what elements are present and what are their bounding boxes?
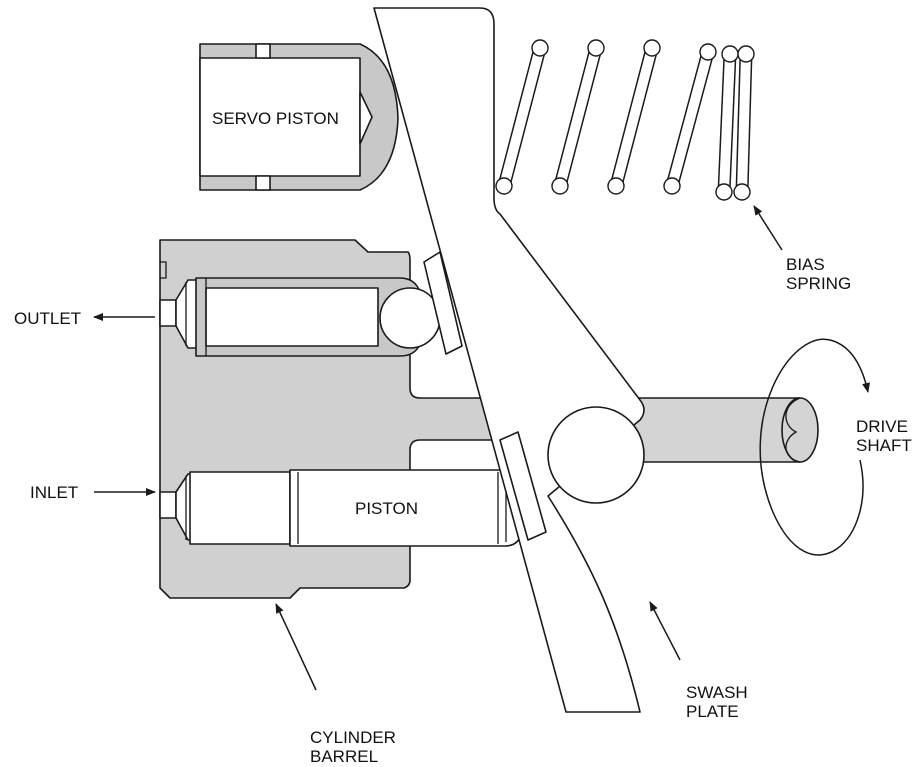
label-drive-shaft-line2: SHAFT: [856, 436, 912, 455]
upper-piston: [205, 287, 379, 347]
lower-slipper-pad: [499, 431, 547, 541]
rotation-arrow-icon: [759, 338, 870, 556]
servo-piston-body: [199, 57, 361, 177]
swash-plate-leader: [649, 601, 681, 661]
swash-plate-body: [373, 7, 645, 713]
inlet-port: [159, 491, 177, 519]
bias-spring-leader: [753, 205, 783, 251]
label-bias-spring-line1: BIAS: [786, 255, 825, 274]
label-cylinder-barrel-line2: BARREL: [310, 747, 378, 766]
swash-plate: [373, 7, 645, 713]
swash-plate-pivot: [547, 406, 645, 504]
label-cylinder-barrel-line1: CYLINDER: [310, 728, 396, 747]
barrel-corner-step: [160, 261, 167, 279]
outlet-port: [159, 299, 177, 327]
servo-piston-slot-bottom: [255, 175, 271, 191]
cylinder-barrel: [159, 239, 523, 599]
servo-piston-tip: [359, 91, 373, 145]
bias-spring: [495, 39, 755, 201]
label-swash-plate-line1: SWASH: [686, 683, 748, 702]
label-piston: PISTON: [355, 499, 418, 518]
cylinder-barrel-leader: [275, 603, 317, 691]
drive-shaft-end-notch: [785, 397, 801, 463]
lower-piston-body: [189, 471, 291, 545]
upper-slipper-pad: [423, 251, 463, 355]
upper-piston-ball: [379, 287, 441, 349]
label-outlet: OUTLET: [14, 309, 81, 328]
label-drive-shaft-line1: DRIVE: [856, 417, 908, 436]
label-inlet: INLET: [30, 483, 78, 502]
servo-piston: [199, 43, 399, 191]
label-servo-piston: SERVO PISTON: [212, 109, 339, 128]
label-swash-plate-line2: PLATE: [686, 702, 739, 721]
label-bias-spring-line2: SPRING: [786, 274, 851, 293]
servo-piston-slot-top: [255, 43, 271, 59]
